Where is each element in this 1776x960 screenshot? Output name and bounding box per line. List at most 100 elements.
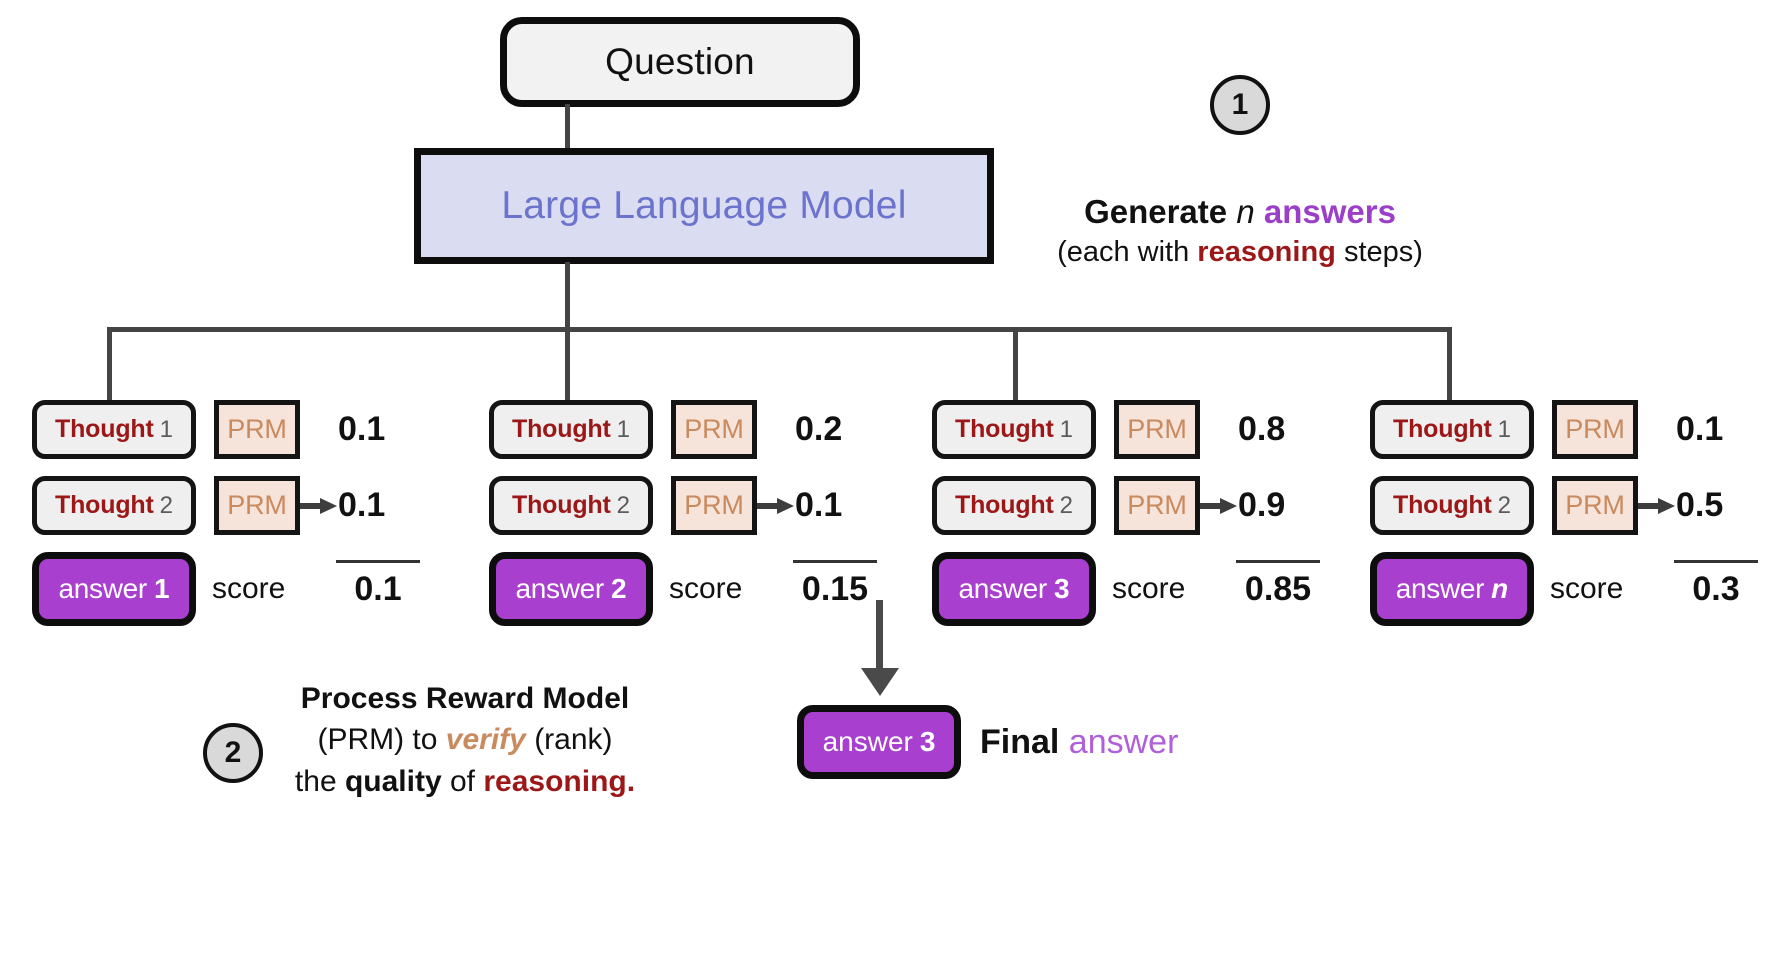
- step-1-badge: 1: [1210, 75, 1270, 135]
- answer-index: n: [1491, 573, 1509, 604]
- answer-box[interactable]: answer n: [1370, 552, 1534, 626]
- thought-label: Thought: [512, 415, 611, 443]
- answer-index: 2: [610, 573, 627, 604]
- step-1-annotation: 1 Generate n answers (each with reasonin…: [1010, 75, 1470, 270]
- thought-box[interactable]: Thought 1: [1370, 400, 1534, 459]
- thought-label: Thought: [512, 491, 611, 519]
- thought-label: Thought: [1393, 415, 1492, 443]
- final-answer-label: answer: [822, 726, 913, 757]
- thought-index: 2: [1059, 491, 1073, 519]
- thought-score: 0.1: [795, 486, 843, 524]
- step-2-annotation: Process Reward Model (PRM) to verify (ra…: [255, 678, 675, 802]
- step-2-the-text: the: [294, 764, 345, 798]
- prm-label: PRM: [227, 490, 287, 520]
- final-answer-word-text: answer: [1068, 722, 1179, 761]
- thought-label: Thought: [955, 415, 1054, 443]
- step-1-badge-number: 1: [1231, 88, 1249, 121]
- thought-label: Thought: [55, 415, 154, 443]
- prm-label: PRM: [227, 414, 287, 444]
- thought-score: 0.1: [338, 486, 386, 524]
- prm-box[interactable]: PRM: [214, 400, 300, 459]
- prm-box[interactable]: PRM: [671, 400, 757, 459]
- step-2-badge: 2: [203, 723, 263, 783]
- step-2-reasoning-text: reasoning: [483, 764, 627, 798]
- prm-label: PRM: [1127, 490, 1187, 520]
- prm-box[interactable]: PRM: [1552, 476, 1638, 535]
- prm-box[interactable]: PRM: [214, 476, 300, 535]
- final-answer-index: 3: [919, 726, 936, 757]
- answer-index: 1: [153, 573, 170, 604]
- prm-box[interactable]: PRM: [1114, 476, 1200, 535]
- thought-label: Thought: [1393, 491, 1492, 519]
- final-answer-box[interactable]: answer 3: [797, 705, 961, 779]
- answer-box[interactable]: answer 1: [32, 552, 196, 626]
- answer-box[interactable]: answer 2: [489, 552, 653, 626]
- thought-index: 1: [1497, 415, 1511, 443]
- prm-label: PRM: [684, 490, 744, 520]
- thought-index: 2: [159, 491, 173, 519]
- thought-label: Thought: [55, 491, 154, 519]
- thought-score: 0.1: [1676, 410, 1724, 448]
- thought-score: 0.8: [1238, 410, 1286, 448]
- answer-label: answer: [1395, 573, 1485, 604]
- score-label: score: [1550, 572, 1624, 605]
- thought-box[interactable]: Thought 1: [489, 400, 653, 459]
- prm-label: PRM: [1127, 414, 1187, 444]
- prm-box[interactable]: PRM: [1114, 400, 1200, 459]
- final-answer-arrow-icon: [861, 668, 899, 696]
- arrow-right-icon: [757, 498, 794, 514]
- step-1-generate-text: Generate: [1084, 193, 1237, 230]
- thought-box[interactable]: Thought 2: [1370, 476, 1534, 535]
- step-2-period: .: [626, 764, 636, 798]
- aggregate-score-value: 0.3: [1692, 569, 1740, 608]
- thought-box[interactable]: Thought 2: [489, 476, 653, 535]
- score-rule: [793, 560, 877, 563]
- connector-branch-drop-4: [1447, 327, 1452, 400]
- thought-score: 0.5: [1676, 486, 1724, 524]
- thought-box[interactable]: Thought 2: [932, 476, 1096, 535]
- step-1-steps-text: steps): [1335, 235, 1423, 268]
- prm-label: PRM: [1565, 490, 1625, 520]
- thought-label: Thought: [955, 491, 1054, 519]
- prm-box[interactable]: PRM: [671, 476, 757, 535]
- aggregate-score-value: 0.85: [1244, 569, 1312, 608]
- score-label: score: [669, 572, 743, 605]
- final-answer-caption: Final answer: [980, 705, 1178, 779]
- step-1-n-symbol: n: [1236, 193, 1255, 230]
- prm-box[interactable]: PRM: [1552, 400, 1638, 459]
- step-1-each-with-text: (each with: [1057, 235, 1198, 268]
- score-rule: [336, 560, 420, 563]
- thought-box[interactable]: Thought 1: [932, 400, 1096, 459]
- step-1-reasoning-text: reasoning: [1197, 235, 1336, 268]
- final-answer-arrow-shaft: [876, 600, 883, 674]
- step-2-prm-text: (PRM) to: [317, 723, 446, 757]
- answer-label: answer: [58, 573, 147, 604]
- final-word-text: Final: [980, 722, 1060, 761]
- score-label: score: [1112, 572, 1186, 605]
- score-rule: [1674, 560, 1758, 563]
- answer-box[interactable]: answer 3: [932, 552, 1096, 626]
- llm-box-label: Large Language Model: [501, 184, 907, 227]
- step-2-badge-number: 2: [224, 736, 242, 769]
- arrow-right-icon: [1200, 498, 1237, 514]
- step-2-verify-text: verify: [445, 723, 526, 757]
- thought-box[interactable]: Thought 2: [32, 476, 196, 535]
- answer-label: answer: [958, 573, 1047, 604]
- thought-box[interactable]: Thought 1: [32, 400, 196, 459]
- connector-branch-drop-3: [1013, 327, 1018, 400]
- connector-llm-trunk: [565, 262, 570, 329]
- step-2-of-text: of: [441, 764, 484, 798]
- score-label: score: [212, 572, 286, 605]
- step-1-line-2: (each with reasoning steps): [1010, 234, 1470, 270]
- thought-index: 2: [1497, 491, 1511, 519]
- prm-label: PRM: [1565, 414, 1625, 444]
- step-2-line-3: the quality of reasoning.: [255, 761, 675, 802]
- thought-score: 0.2: [795, 410, 843, 448]
- large-language-model-box: Large Language Model: [414, 148, 994, 264]
- question-box: Question: [500, 17, 860, 107]
- step-2-line-1: Process Reward Model: [300, 682, 630, 715]
- step-1-answers-text: answers: [1254, 193, 1396, 230]
- aggregate-score-value: 0.1: [354, 569, 402, 608]
- step-2-rank-text: (rank): [525, 723, 613, 757]
